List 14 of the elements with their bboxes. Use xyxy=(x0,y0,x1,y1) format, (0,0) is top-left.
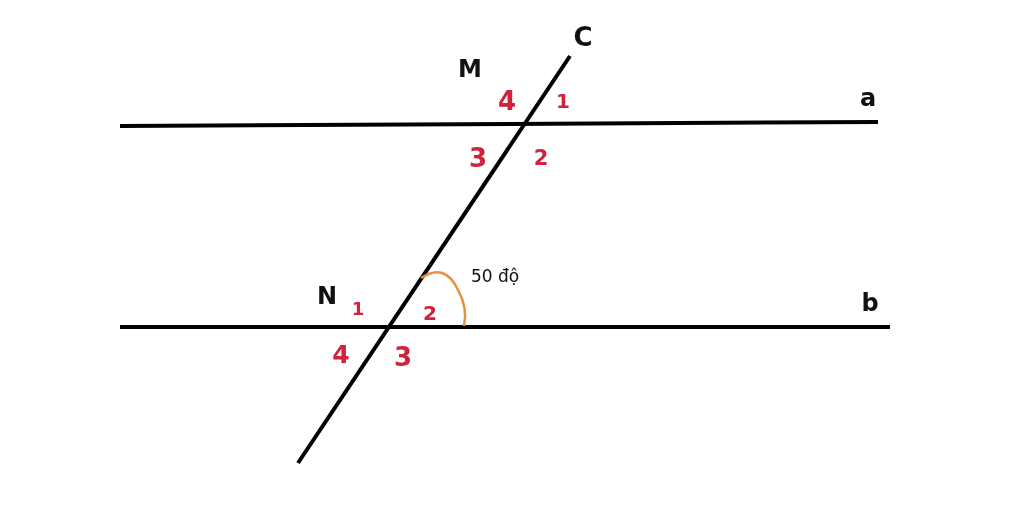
angle-number: 4 xyxy=(332,341,350,367)
line-label: b xyxy=(861,291,879,315)
line-label: a xyxy=(859,86,877,110)
angle-number: 1 xyxy=(351,300,365,318)
angle-number: 2 xyxy=(533,147,549,169)
angle-number: 3 xyxy=(393,344,413,370)
angle-number: 3 xyxy=(468,145,488,171)
point-label: C xyxy=(573,24,593,50)
angle-number: 2 xyxy=(423,303,437,323)
angle-number: 4 xyxy=(497,88,517,114)
angle-measure: 50 độ xyxy=(470,267,520,285)
point-label: M xyxy=(458,57,482,81)
point-label: N xyxy=(316,284,338,308)
angle-number: 1 xyxy=(556,91,570,111)
